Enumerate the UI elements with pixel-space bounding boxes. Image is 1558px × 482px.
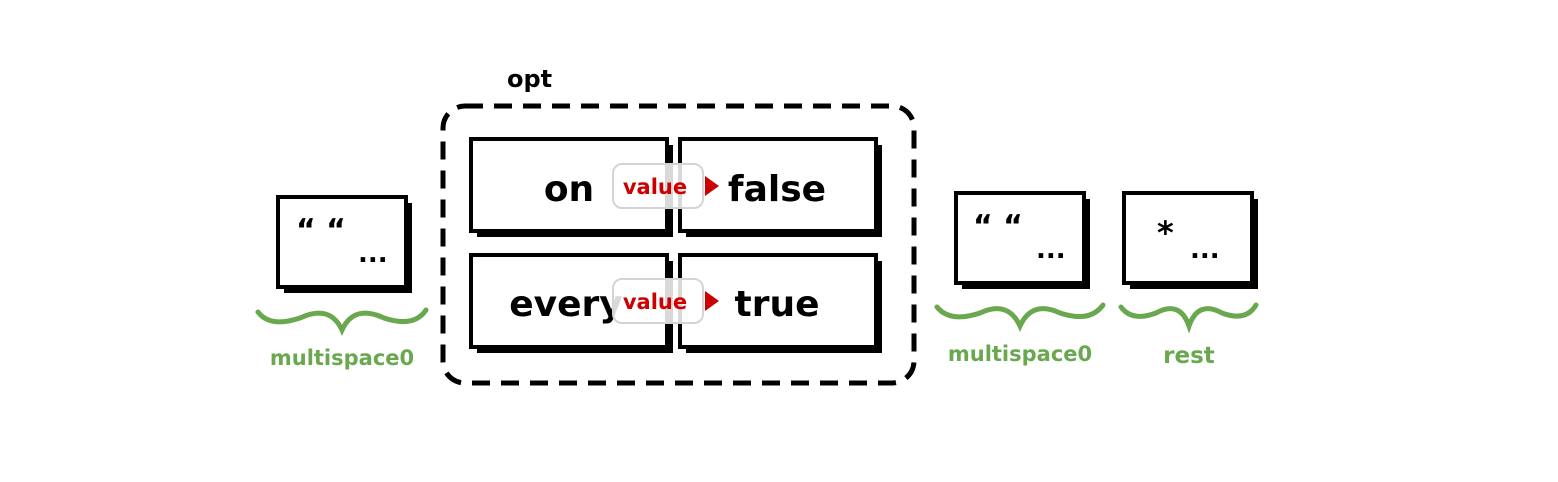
opt-group: opt [440,65,917,386]
left-quote-text: “ “ [296,213,346,248]
left-ellipsis-text: ... [358,239,388,269]
option-row-1: on false value [469,137,882,237]
option-1-arrow-head [705,176,719,196]
option-1-arrow-label: value [623,175,687,199]
rest-label: rest [1163,343,1215,369]
left-brace-curve [255,307,429,336]
right-quote-text: “ “ [973,209,1023,244]
option-1-arrow-pill [612,163,704,209]
left-multispace-label: multispace0 [270,346,414,370]
option-2-arrow-pill [612,278,704,324]
left-multispace-node: “ “ ... [276,195,412,293]
opt-label: opt [507,65,552,93]
option-1-value-arrow: value [612,163,719,209]
option-2-keyword: every [509,284,623,325]
option-row-2: every true value [469,253,882,353]
option-2-arrow-label: value [623,290,687,314]
right-multispace-label: multispace0 [948,342,1092,366]
right-brace-curve [934,302,1106,332]
right-brace: multispace0 [934,302,1106,366]
option-2-value-arrow: value [612,278,719,324]
rest-brace: rest [1118,302,1259,369]
rest-symbol-text: * [1157,214,1174,252]
option-2-value: true [734,284,819,325]
option-1-value: false [728,169,826,210]
right-ellipsis-text: ... [1036,235,1066,265]
rest-node: * ... [1122,191,1258,289]
left-brace: multispace0 [255,307,429,370]
option-1-keyword: on [544,169,594,210]
rest-ellipsis-text: ... [1190,235,1220,265]
option-2-arrow-head [705,291,719,311]
right-multispace-node: “ “ ... [954,191,1090,289]
opt-dashed-border [440,103,917,386]
rest-brace-curve [1118,302,1259,334]
